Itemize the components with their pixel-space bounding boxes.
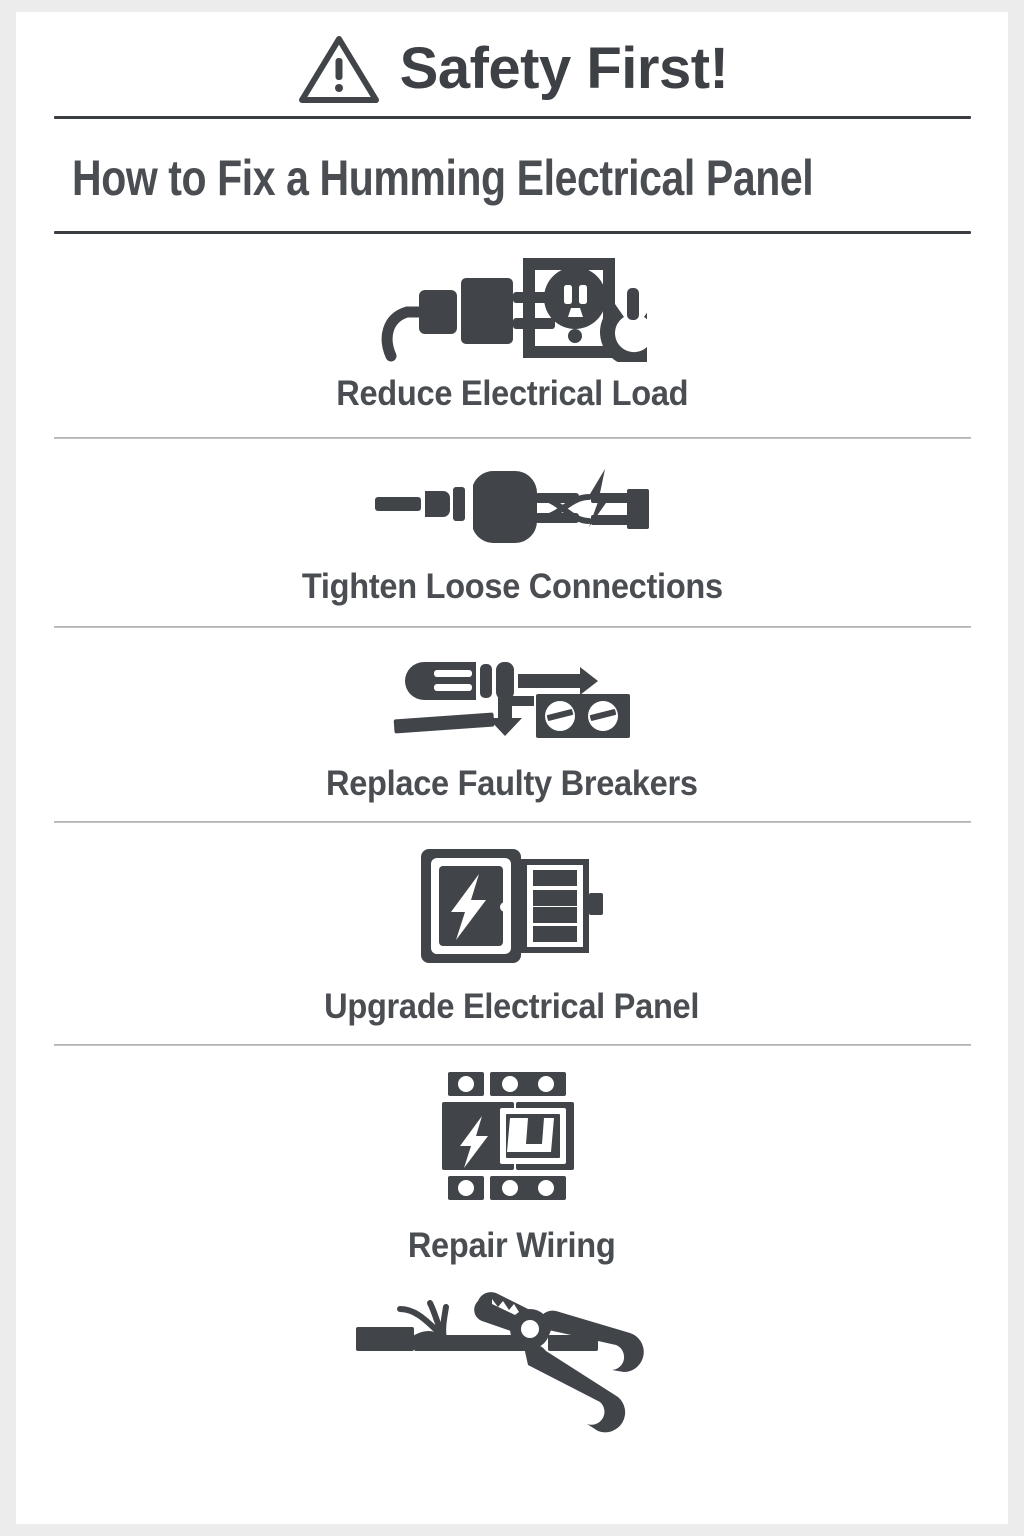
plug-twisted-wires-bolt-icon (375, 469, 649, 543)
list-item-label: Reduce Electrical Load (335, 374, 689, 413)
list-item[interactable]: Upgrade Electrical Panel (16, 823, 1008, 1044)
poster-header: Safety First! (16, 12, 1008, 116)
pliers-cutting-wire-icon (356, 1292, 644, 1433)
electrical-panel-box-icon (421, 849, 603, 963)
list-item[interactable]: Repair Wiring (16, 1046, 1008, 1275)
list-item[interactable]: Tighten Loose Connections (16, 439, 1008, 626)
list-item[interactable] (16, 1275, 1008, 1435)
list-item[interactable]: Reduce Electrical Load (16, 234, 1008, 437)
step-divider (53, 821, 971, 823)
poster-card: Safety First! How to Fix a Humming Elect… (16, 12, 1008, 1524)
list-item-label: Tighten Loose Connections (301, 567, 723, 606)
warning-triangle-icon (298, 36, 379, 103)
step-divider (53, 437, 971, 439)
list-item-label: Replace Faulty Breakers (326, 764, 698, 803)
plug-outlet-power-icon (381, 258, 647, 362)
screwdriver-screw-plate-icon (393, 662, 630, 738)
main-heading: How to Fix a Humming Electrical Panel (72, 150, 814, 206)
page-title: Safety First! (399, 36, 729, 101)
list-item-label: Repair Wiring (408, 1226, 616, 1265)
title-divider (53, 231, 971, 234)
header-divider (53, 116, 971, 119)
steps-list: Reduce Electrical Load (16, 234, 1008, 1435)
main-title-block: How to Fix a Humming Electrical Panel (16, 119, 1008, 231)
step-divider (53, 1044, 971, 1046)
step-divider (53, 626, 971, 628)
circuit-breaker-module-icon (442, 1072, 574, 1200)
list-item-label: Upgrade Electrical Panel (324, 987, 700, 1026)
list-item[interactable]: Replace Faulty Breakers (16, 628, 1008, 821)
